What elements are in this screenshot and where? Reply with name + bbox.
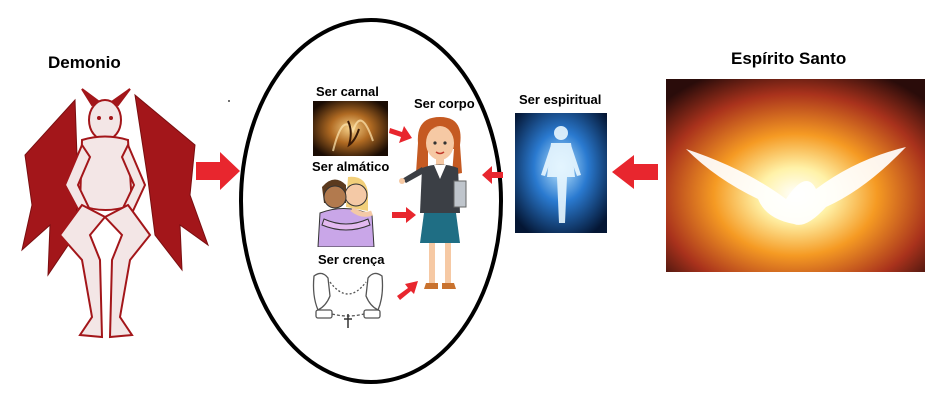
fire-face-icon [313, 101, 388, 156]
arrow-carnal-to-body [389, 126, 412, 143]
arrow-demon-to-group [196, 152, 240, 190]
carnal-label: Ser carnal [316, 84, 379, 99]
stray-dot [228, 100, 230, 102]
arrow-belief-to-body [397, 281, 418, 300]
demon-label: Demonio [48, 53, 121, 72]
shackled-hands-icon [308, 266, 388, 330]
body-label: Ser corpo [414, 96, 475, 111]
holy-spirit-label: Espírito Santo [731, 49, 847, 68]
arrow-spirit-to-spiritual [612, 155, 658, 189]
hugging-kids-icon [316, 173, 376, 247]
arrow-spiritual-to-body [482, 166, 503, 184]
soulish-label: Ser almático [312, 159, 390, 174]
demon-icon [21, 88, 210, 339]
woman-figure-icon [399, 117, 467, 289]
glowing-body-icon [515, 113, 607, 233]
spiritual-label: Ser espiritual [519, 92, 602, 107]
arrow-soulish-to-body [392, 207, 416, 223]
dove-light-icon [666, 79, 925, 272]
belief-label: Ser crença [318, 252, 385, 267]
